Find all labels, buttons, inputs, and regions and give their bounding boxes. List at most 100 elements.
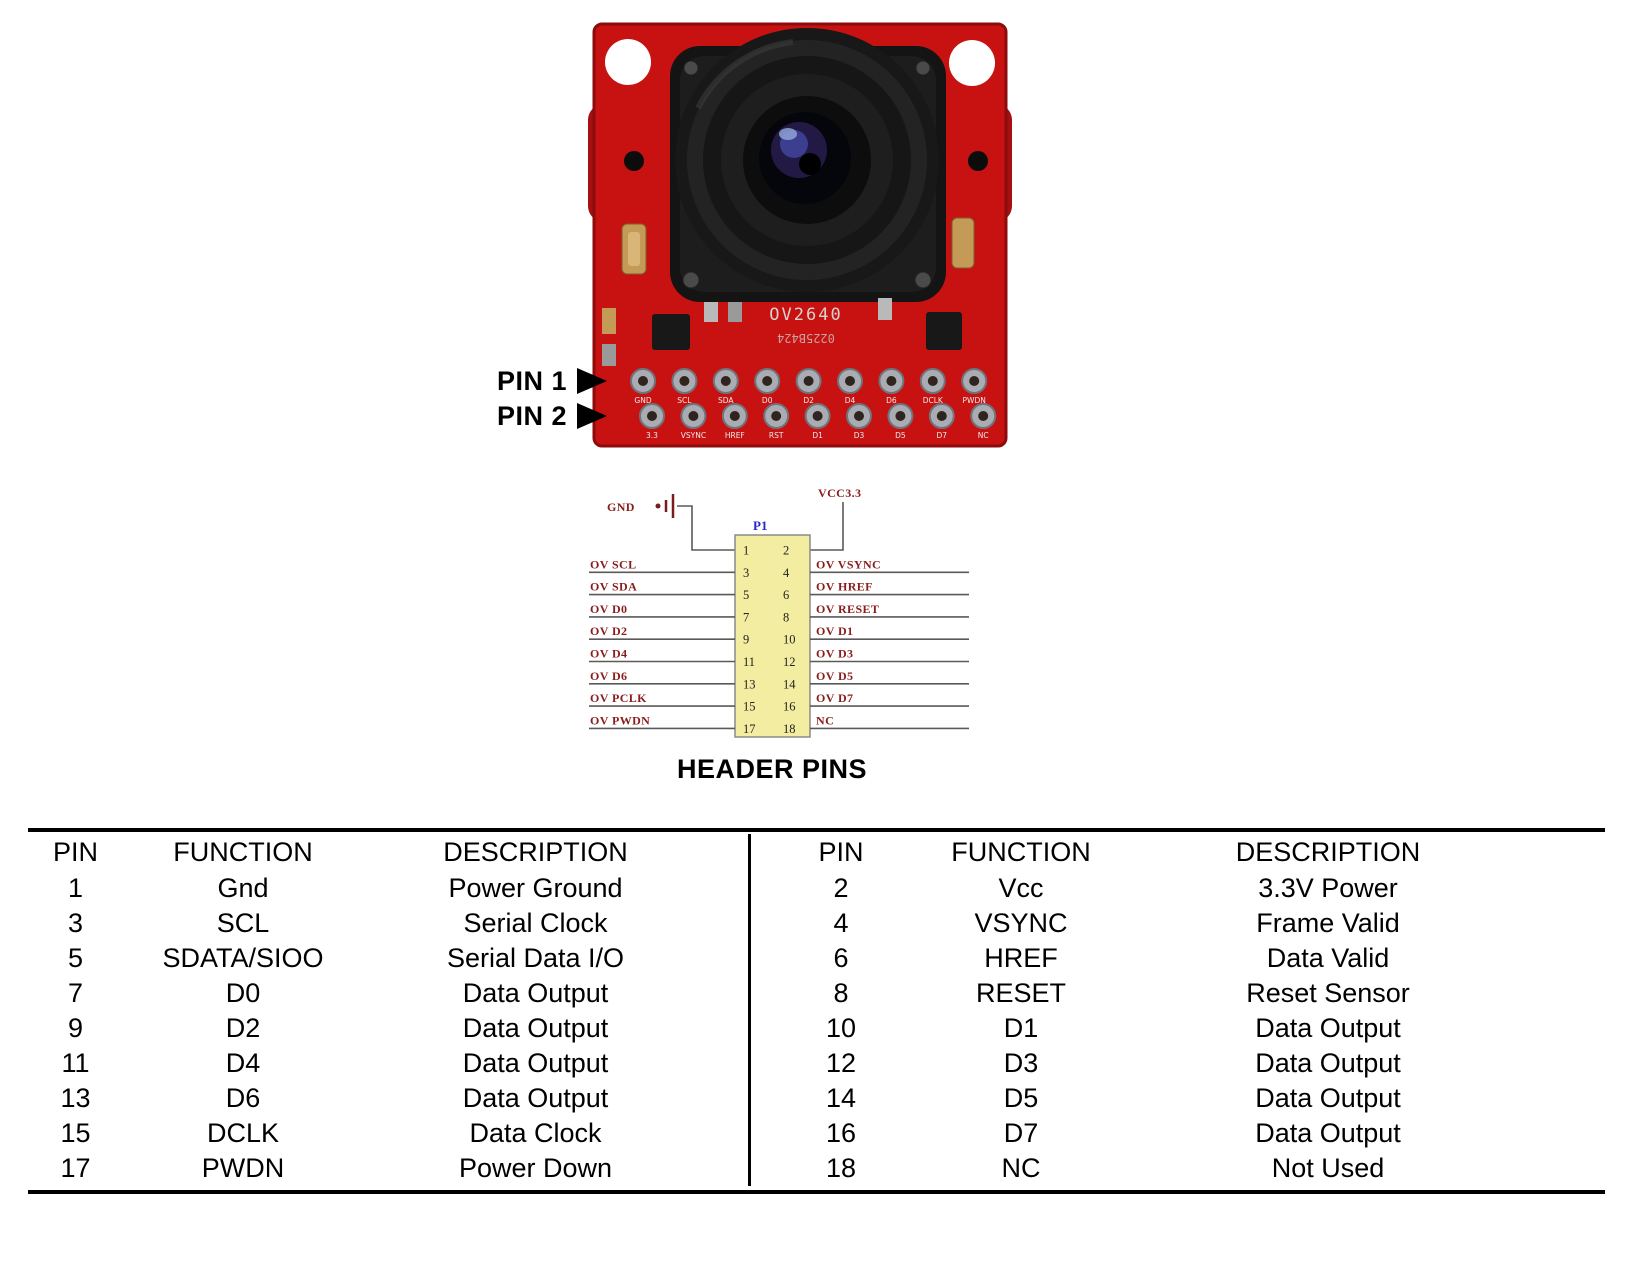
header-pad-hole xyxy=(803,376,814,386)
function-cell: HREF xyxy=(984,943,1058,973)
pin-cell: 2 xyxy=(833,873,849,903)
header-pad-hole xyxy=(688,411,699,421)
signal-label: OV RESET xyxy=(816,602,879,616)
vcc-label: VCC3.3 xyxy=(818,486,861,500)
description-cell: Not Used xyxy=(1271,1153,1385,1183)
smd-pad xyxy=(728,302,742,322)
pad-silkscreen-label: SDA xyxy=(718,396,734,405)
pin-cell: 9 xyxy=(67,1013,84,1043)
pad-silkscreen-label: D4 xyxy=(845,396,856,405)
pin-cell: 1 xyxy=(67,873,84,903)
header-pad-hole xyxy=(647,411,657,421)
connector-pin-number: 7 xyxy=(743,610,749,624)
col-header-description: DESCRIPTION xyxy=(1235,837,1421,867)
connector-pin-number: 8 xyxy=(783,610,789,624)
lens-screw xyxy=(914,271,932,289)
pad-silkscreen-label: GND xyxy=(634,396,651,405)
function-cell: D3 xyxy=(1003,1048,1039,1078)
function-cell: D1 xyxy=(1003,1013,1039,1043)
connector-pin-number: 10 xyxy=(783,633,796,647)
pin-cell: 6 xyxy=(833,943,849,973)
pin-cell: 15 xyxy=(60,1118,91,1148)
lens-screw xyxy=(682,271,700,289)
col-header-function: FUNCTION xyxy=(173,837,313,867)
pin-cell: 17 xyxy=(60,1153,91,1183)
pin2-callout: PIN 2 xyxy=(497,401,608,431)
pad-silkscreen-label: D7 xyxy=(937,431,948,440)
table-row: 11 D4 Data Output xyxy=(28,1046,708,1081)
pin-cell: 18 xyxy=(825,1153,857,1183)
pad-silkscreen-label: D1 xyxy=(812,431,823,440)
description-cell: Data Output xyxy=(462,1013,609,1043)
pad-silkscreen-label: 3.3 xyxy=(646,431,658,440)
signal-label: OV D0 xyxy=(590,602,627,616)
function-cell: D7 xyxy=(1003,1118,1039,1148)
pad-silkscreen-label: D2 xyxy=(803,396,814,405)
table-divider xyxy=(748,834,751,1186)
pad-silkscreen-label: HREF xyxy=(725,431,745,440)
connector-pin-number: 16 xyxy=(783,700,796,714)
header-pad-hole xyxy=(854,411,864,421)
connector-pin-number: 9 xyxy=(743,633,749,647)
mounting-hole-right xyxy=(949,40,995,86)
header-pad-hole xyxy=(679,376,690,386)
connector-pin-number: 17 xyxy=(743,722,756,736)
pad-silkscreen-label: RST xyxy=(769,431,784,440)
schematic-caption: HEADER PINS xyxy=(676,754,868,784)
header-pad-hole xyxy=(895,411,906,421)
header-pad-hole xyxy=(638,376,648,386)
table-header-row: PIN FUNCTION DESCRIPTION xyxy=(28,834,708,871)
signal-label: OV D4 xyxy=(590,647,627,661)
connector-pin-number: 11 xyxy=(743,655,755,669)
header-pad-hole xyxy=(927,376,938,386)
smd-pad xyxy=(602,344,616,366)
signal-label: OV PWDN xyxy=(590,713,650,727)
ic-left xyxy=(652,314,690,350)
function-cell: D4 xyxy=(225,1048,261,1078)
function-cell: RESET xyxy=(975,978,1067,1008)
signal-label: OV HREF xyxy=(816,580,873,594)
connector-pin-number: 1 xyxy=(743,544,749,558)
col-header-function: FUNCTION xyxy=(951,837,1091,867)
capacitor-right xyxy=(951,217,975,269)
description-cell: 3.3V Power xyxy=(1258,873,1398,903)
ic-right xyxy=(926,312,962,350)
pad-silkscreen-label: VSYNC xyxy=(681,431,706,440)
pin-cell: 8 xyxy=(833,978,849,1008)
signal-label: OV PCLK xyxy=(590,691,647,705)
vcc-net: VCC3.3 xyxy=(810,486,861,551)
signal-label: OV D6 xyxy=(590,669,627,683)
mounting-hole-left xyxy=(605,39,651,85)
gnd-net: GND xyxy=(607,494,735,551)
connector-pin-number: 13 xyxy=(743,677,756,691)
col-header-pin: PIN xyxy=(818,837,864,867)
module-serial-label: 0225B424 xyxy=(777,331,835,345)
function-cell: D5 xyxy=(1003,1083,1039,1113)
connector-pin-number: 12 xyxy=(783,655,796,669)
pad-silkscreen-label: D3 xyxy=(854,431,865,440)
pin1-callout-label: PIN 1 xyxy=(497,365,568,396)
signal-label: OV D1 xyxy=(816,624,853,638)
smd-pad xyxy=(878,298,892,320)
header-pad-hole xyxy=(762,376,773,386)
table-header-row: PIN FUNCTION DESCRIPTION xyxy=(751,834,1545,871)
pin2-arrow-icon xyxy=(577,403,608,429)
description-cell: Serial Clock xyxy=(463,908,608,938)
signal-label: OV SDA xyxy=(590,580,637,594)
description-cell: Data Output xyxy=(462,1048,609,1078)
description-cell: Data Valid xyxy=(1266,943,1390,973)
pin-cell: 11 xyxy=(61,1048,90,1078)
connector-pin-number: 15 xyxy=(743,700,756,714)
